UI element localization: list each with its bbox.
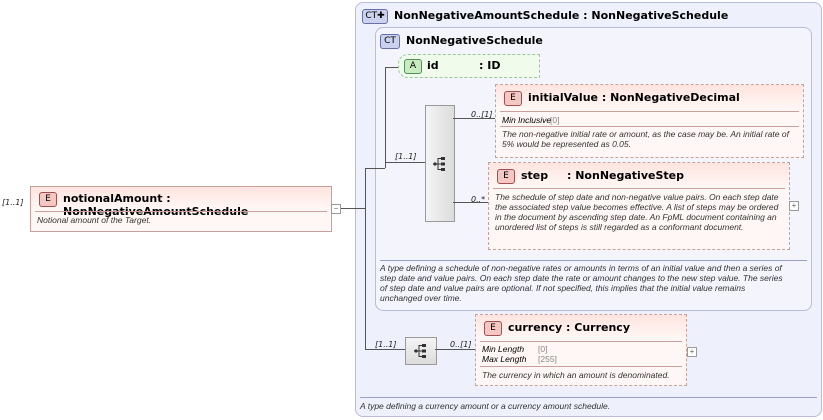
initialValue-element-box[interactable]: E initialValue : NonNegativeDecimal Min … xyxy=(495,84,804,158)
sequence2-cardinality: [1..1] xyxy=(375,340,397,349)
sequence1-cardinality: [1..1] xyxy=(395,152,417,161)
currency-facet2-label: Max Length xyxy=(482,354,527,364)
element-badge: E xyxy=(497,169,515,184)
initialValue-name: initialValue xyxy=(528,91,598,104)
outer-ct-title: NonNegativeAmountSchedule : NonNegativeS… xyxy=(394,9,729,22)
root-element-name: notionalAmount xyxy=(63,192,163,205)
element-badge: E xyxy=(39,192,57,207)
currency-element-box[interactable]: E currency : Currency Min Length [0] Max… xyxy=(475,314,687,386)
connector xyxy=(385,162,425,163)
root-element-description: Notional amount of the Target. xyxy=(37,215,152,225)
currency-name: currency xyxy=(508,321,563,334)
initialValue-type: : NonNegativeDecimal xyxy=(601,91,740,104)
attribute-badge: A xyxy=(404,59,422,74)
step-type: : NonNegativeStep xyxy=(567,169,684,182)
element-badge: E xyxy=(484,321,502,336)
connector xyxy=(341,208,365,209)
currency-facet1-value: [0] xyxy=(538,344,548,354)
connector xyxy=(385,67,400,68)
connector xyxy=(365,168,366,350)
step-cardinality: 0..* xyxy=(471,195,486,204)
inner-ct-title: NonNegativeSchedule xyxy=(406,34,543,47)
currency-description: The currency in which an amount is denom… xyxy=(482,370,670,380)
attribute-type: : ID xyxy=(479,59,501,72)
currency-facet2-value: [255] xyxy=(538,354,557,364)
step-element-box[interactable]: E step : NonNegativeStep The schedule of… xyxy=(488,162,790,250)
currency-facet1-label: Min Length xyxy=(482,344,525,354)
complex-type-plus-badge: CT✚ xyxy=(362,9,388,24)
sequence2-compositor[interactable] xyxy=(405,337,437,365)
outer-ct-description: A type defining a currency amount or a c… xyxy=(360,401,611,411)
connector xyxy=(453,118,495,119)
initialValue-cardinality: 0..[1] xyxy=(471,110,493,119)
initialValue-facet-value: [0] xyxy=(550,115,560,125)
inner-ct-description: A type defining a schedule of non-negati… xyxy=(380,263,783,303)
currency-expand-toggle[interactable]: + xyxy=(687,347,697,357)
root-element-box[interactable]: E notionalAmount : NonNegativeAmountSche… xyxy=(30,186,332,232)
sequence-icon xyxy=(432,156,448,172)
initialValue-facet-label: Min Inclusive xyxy=(502,115,552,125)
sequence1-compositor[interactable] xyxy=(425,105,455,222)
element-badge: E xyxy=(504,91,522,106)
currency-cardinality: 0..[1] xyxy=(450,340,472,349)
initialValue-description: The non-negative initial rate or amount,… xyxy=(502,129,789,149)
connector xyxy=(453,202,488,203)
complex-type-badge: CT xyxy=(380,34,400,49)
sequence-icon xyxy=(413,343,429,359)
connector xyxy=(365,349,405,350)
inner-ct-divider xyxy=(380,260,807,261)
step-name: step xyxy=(521,169,549,182)
outer-ct-divider xyxy=(360,397,817,398)
step-expand-toggle[interactable]: + xyxy=(789,201,799,211)
connector xyxy=(385,67,386,168)
connector xyxy=(435,349,475,350)
connector xyxy=(365,168,385,169)
currency-type: : Currency xyxy=(566,321,630,334)
attribute-name: id xyxy=(427,59,439,72)
root-collapse-toggle[interactable]: − xyxy=(331,204,341,214)
step-description: The schedule of step date and non-negati… xyxy=(495,192,779,232)
root-cardinality: [1..1] xyxy=(2,198,24,207)
attribute-id-box[interactable]: A id : ID xyxy=(398,54,540,78)
